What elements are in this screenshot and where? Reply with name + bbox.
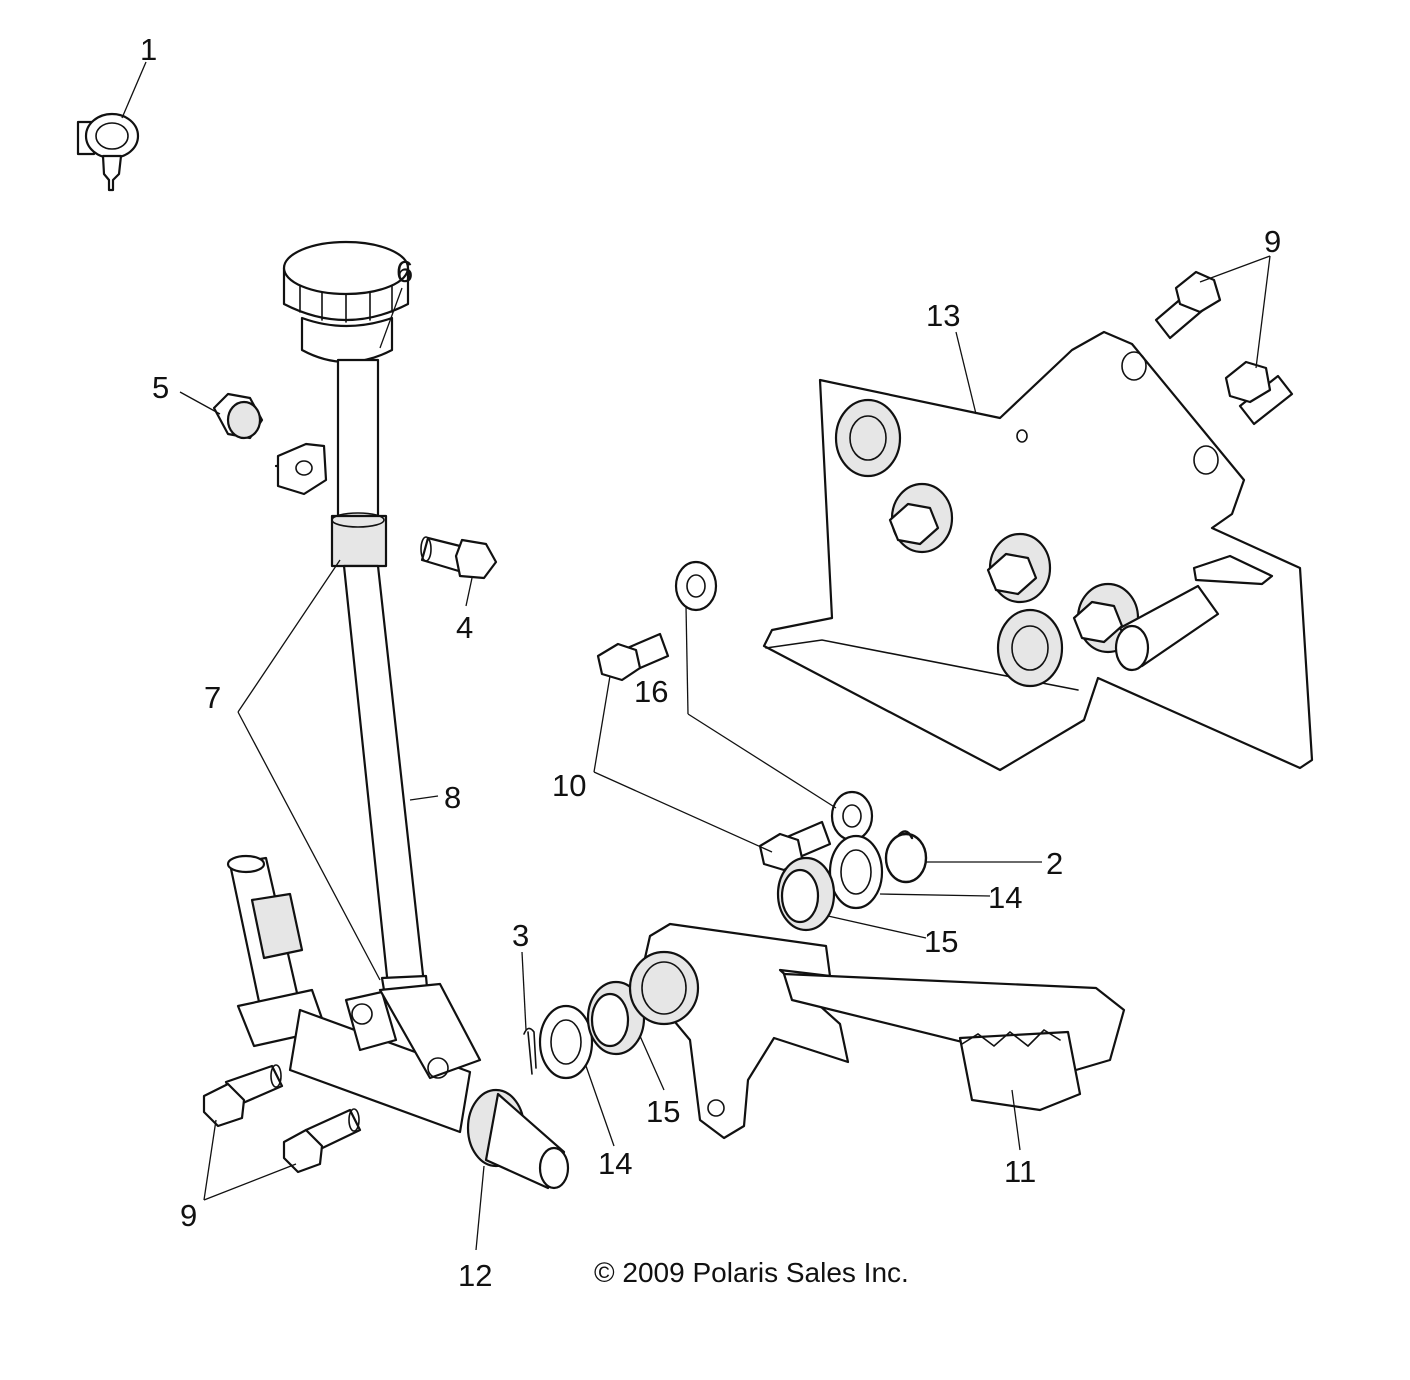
part-mounting-bracket xyxy=(762,330,1314,772)
callout-13: 13 xyxy=(926,298,960,333)
part-bolt-4 xyxy=(420,536,498,580)
part-washer-16-lower xyxy=(830,790,874,842)
callout-10: 10 xyxy=(552,768,586,803)
callout-5: 5 xyxy=(152,370,169,405)
callout-2: 2 xyxy=(1046,846,1063,881)
callout-9-upper: 9 xyxy=(1264,224,1281,259)
part-hose-clip xyxy=(76,112,140,192)
part-washer-16-upper xyxy=(674,560,718,612)
callout-16: 16 xyxy=(634,674,668,709)
part-washer-14-lower xyxy=(538,1004,594,1080)
part-reservoir-tube xyxy=(330,358,430,1004)
callout-12: 12 xyxy=(458,1258,492,1293)
callout-15-lower: 15 xyxy=(646,1094,680,1129)
callout-labels: 1 2 3 4 5 6 7 8 9 9 10 11 12 13 14 14 15… xyxy=(140,32,1281,1293)
callout-7: 7 xyxy=(204,680,221,715)
part-bolt-10-upper xyxy=(596,632,670,682)
callout-14-lower: 14 xyxy=(598,1146,632,1181)
part-snap-ring xyxy=(884,830,928,884)
part-nut xyxy=(212,392,264,440)
part-washer-14-upper xyxy=(828,834,884,910)
leader-lines xyxy=(121,61,1271,1251)
callout-6: 6 xyxy=(396,254,413,289)
part-bolt-9-lower-b xyxy=(282,1108,362,1174)
part-master-cylinder xyxy=(226,854,570,1190)
part-reservoir-cap xyxy=(274,240,410,496)
part-bolt-9-lower-a xyxy=(202,1064,284,1128)
part-brake-pedal xyxy=(628,922,1126,1140)
callout-1: 1 xyxy=(140,32,157,67)
callout-11: 11 xyxy=(1004,1154,1036,1189)
callout-4: 4 xyxy=(456,610,473,645)
part-bolt-9-upper-b xyxy=(1224,360,1294,426)
part-cotter-pin xyxy=(523,1027,537,1075)
part-bolt-9-upper-a xyxy=(1154,270,1222,340)
callout-14-upper: 14 xyxy=(988,880,1022,915)
copyright-notice: © 2009 Polaris Sales Inc. xyxy=(594,1257,909,1288)
part-bushing-15-upper xyxy=(776,856,836,932)
part-bushing-15-lower xyxy=(586,980,646,1056)
callout-8: 8 xyxy=(444,780,461,815)
callout-3: 3 xyxy=(512,918,529,953)
callout-9-lower: 9 xyxy=(180,1198,197,1233)
callout-15-upper: 15 xyxy=(924,924,958,959)
